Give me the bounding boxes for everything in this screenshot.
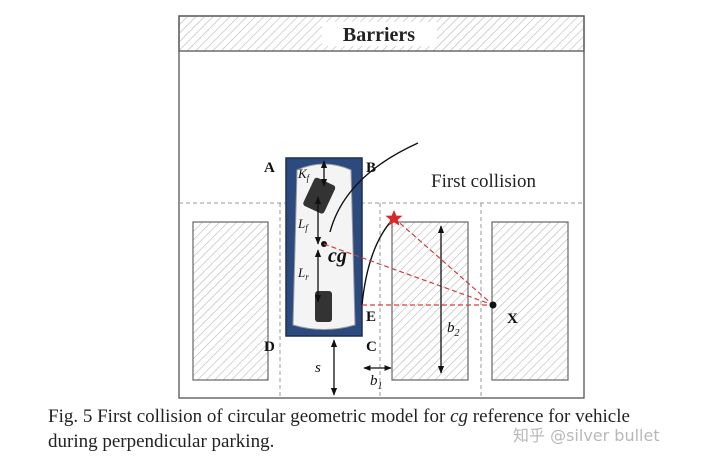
caption-line-2: during perpendicular parking.: [48, 431, 275, 452]
watermark: 知乎 @silver bullet: [513, 426, 660, 445]
point-X-label: X: [507, 311, 518, 327]
lr-label: Lr: [297, 265, 309, 282]
turning-arc-outer: [329, 142, 419, 233]
figure-caption: Fig. 5 First collision of circular geome…: [48, 404, 630, 454]
collision-line: [323, 243, 494, 306]
lf-label: Lf: [297, 216, 309, 233]
caption-line-1: Fig. 5 First collision of circular geome…: [48, 406, 630, 427]
parked-car-middle: [391, 221, 469, 381]
first-collision-label: First collision: [431, 171, 537, 192]
corner-C-label: C: [366, 339, 377, 355]
parked-car-right: [491, 221, 569, 381]
corner-D-label: D: [264, 339, 275, 355]
barrier-label: Barriers: [343, 24, 415, 46]
s-label: s: [315, 360, 321, 376]
cg-label: cg: [328, 245, 347, 267]
b1-label: b1: [370, 373, 383, 392]
kf-label: Kf: [297, 166, 311, 183]
front-axle: [303, 177, 336, 214]
parked-car-left: [192, 221, 269, 381]
collision-star-icon: [385, 210, 403, 226]
point-X: [489, 301, 497, 309]
point-E-label: E: [366, 309, 376, 325]
b2-label: b2: [447, 320, 460, 339]
corner-B-label: B: [366, 160, 376, 176]
turning-arc-inner: [361, 217, 395, 306]
corner-A-label: A: [264, 160, 275, 176]
